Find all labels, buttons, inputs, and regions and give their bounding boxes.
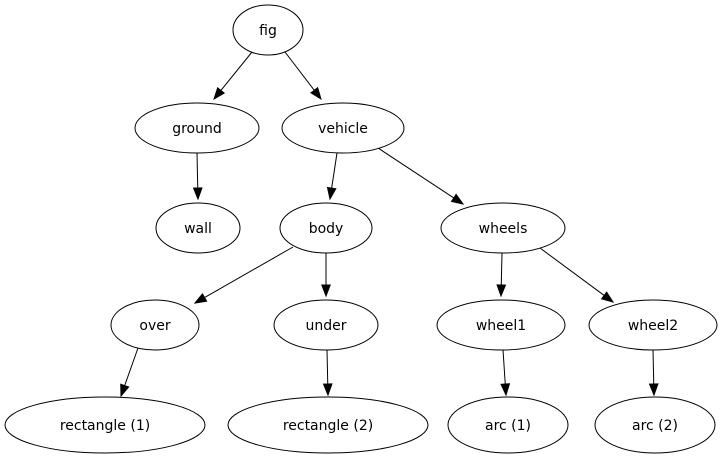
- graph-node-fig[interactable]: fig: [232, 4, 304, 56]
- node-label-over: over: [139, 318, 170, 334]
- graph-node-rectangle2[interactable]: rectangle (2): [227, 396, 429, 454]
- node-label-body: body: [309, 221, 344, 237]
- edge-line: [331, 152, 338, 189]
- edge-line: [284, 51, 315, 91]
- graph-node-rectangle1[interactable]: rectangle (1): [4, 396, 206, 454]
- node-ellipse[interactable]: [594, 396, 716, 454]
- node-ellipse[interactable]: [4, 396, 206, 454]
- edge-arrowhead-icon: [648, 383, 659, 397]
- node-label-arc1: arc (1): [485, 418, 531, 434]
- node-ellipse[interactable]: [436, 299, 566, 351]
- node-label-wheel2: wheel2: [628, 318, 678, 334]
- node-label-wheels: wheels: [479, 221, 528, 237]
- graph-edge-vehicle-to-wheels: [377, 147, 465, 205]
- graph-node-arc1[interactable]: arc (1): [447, 396, 569, 454]
- edge-arrowhead-icon: [192, 187, 203, 201]
- graph-node-arc2[interactable]: arc (2): [594, 396, 716, 454]
- graph-node-over[interactable]: over: [110, 299, 200, 351]
- node-ellipse[interactable]: [281, 102, 405, 154]
- node-label-rectangle2: rectangle (2): [283, 418, 373, 434]
- edge-arrowhead-icon: [500, 383, 511, 397]
- edge-line: [377, 147, 455, 199]
- graph-edge-wheel1-to-arc1: [500, 349, 511, 397]
- node-ellipse[interactable]: [227, 396, 429, 454]
- edge-arrowhead-icon: [600, 291, 615, 303]
- edge-line: [124, 347, 139, 386]
- node-ellipse[interactable]: [447, 396, 569, 454]
- graph-edge-fig-to-ground: [213, 51, 253, 101]
- node-label-under: under: [305, 318, 346, 334]
- node-label-wall: wall: [184, 221, 212, 237]
- edge-line: [539, 247, 605, 296]
- graph-edge-over-to-rectangle1: [120, 347, 139, 398]
- edge-line: [502, 349, 506, 385]
- graph-node-ground[interactable]: ground: [134, 102, 260, 154]
- node-label-ground: ground: [172, 121, 222, 137]
- graph-edge-wheel2-to-arc2: [648, 349, 659, 397]
- edge-arrowhead-icon: [450, 193, 465, 205]
- edge-line: [204, 246, 294, 298]
- graph-node-vehicle[interactable]: vehicle: [281, 102, 405, 154]
- edge-arrowhead-icon: [496, 284, 507, 298]
- node-label-wheel1: wheel1: [476, 318, 526, 334]
- graph-edge-body-to-over: [193, 246, 294, 304]
- graph-node-body[interactable]: body: [279, 202, 373, 254]
- graph-edge-wheels-to-wheel2: [539, 247, 615, 303]
- edge-arrowhead-icon: [326, 186, 337, 201]
- graph-edge-vehicle-to-body: [326, 152, 338, 201]
- edge-arrowhead-icon: [322, 383, 333, 397]
- graph-node-wall[interactable]: wall: [155, 202, 241, 254]
- edge-line: [500, 252, 503, 286]
- graph-edge-under-to-rectangle2: [322, 349, 333, 397]
- node-ellipse[interactable]: [155, 202, 241, 254]
- graph-edge-ground-to-wall: [192, 152, 203, 201]
- graph-node-wheel2[interactable]: wheel2: [588, 299, 718, 351]
- node-ellipse[interactable]: [232, 4, 304, 56]
- edge-arrowhead-icon: [213, 86, 226, 101]
- edge-line: [652, 349, 655, 385]
- node-ellipse[interactable]: [440, 202, 566, 254]
- node-ellipse[interactable]: [279, 202, 373, 254]
- graph-edge-fig-to-vehicle: [284, 51, 322, 101]
- edges-layer: [120, 51, 659, 398]
- node-label-rectangle1: rectangle (1): [60, 418, 150, 434]
- edge-arrowhead-icon: [193, 293, 208, 304]
- edge-arrowhead-icon: [321, 284, 331, 298]
- edge-arrowhead-icon: [310, 86, 322, 101]
- node-label-fig: fig: [259, 23, 277, 39]
- node-ellipse[interactable]: [110, 299, 200, 351]
- graph-edge-wheels-to-wheel1: [496, 252, 507, 298]
- graph-node-under[interactable]: under: [273, 299, 379, 351]
- node-ellipse[interactable]: [273, 299, 379, 351]
- graph-node-wheels[interactable]: wheels: [440, 202, 566, 254]
- edge-arrowhead-icon: [120, 383, 130, 398]
- edge-line: [326, 349, 329, 385]
- edge-line: [196, 152, 199, 189]
- nodes-layer: fig ground vehicle wall body wheels over under w…: [4, 4, 718, 454]
- node-ellipse[interactable]: [134, 102, 260, 154]
- node-ellipse[interactable]: [588, 299, 718, 351]
- edge-line: [220, 51, 253, 91]
- graph-edge-body-to-under: [321, 253, 331, 298]
- graph-node-wheel1[interactable]: wheel1: [436, 299, 566, 351]
- node-label-arc2: arc (2): [632, 418, 678, 434]
- node-label-vehicle: vehicle: [318, 121, 368, 137]
